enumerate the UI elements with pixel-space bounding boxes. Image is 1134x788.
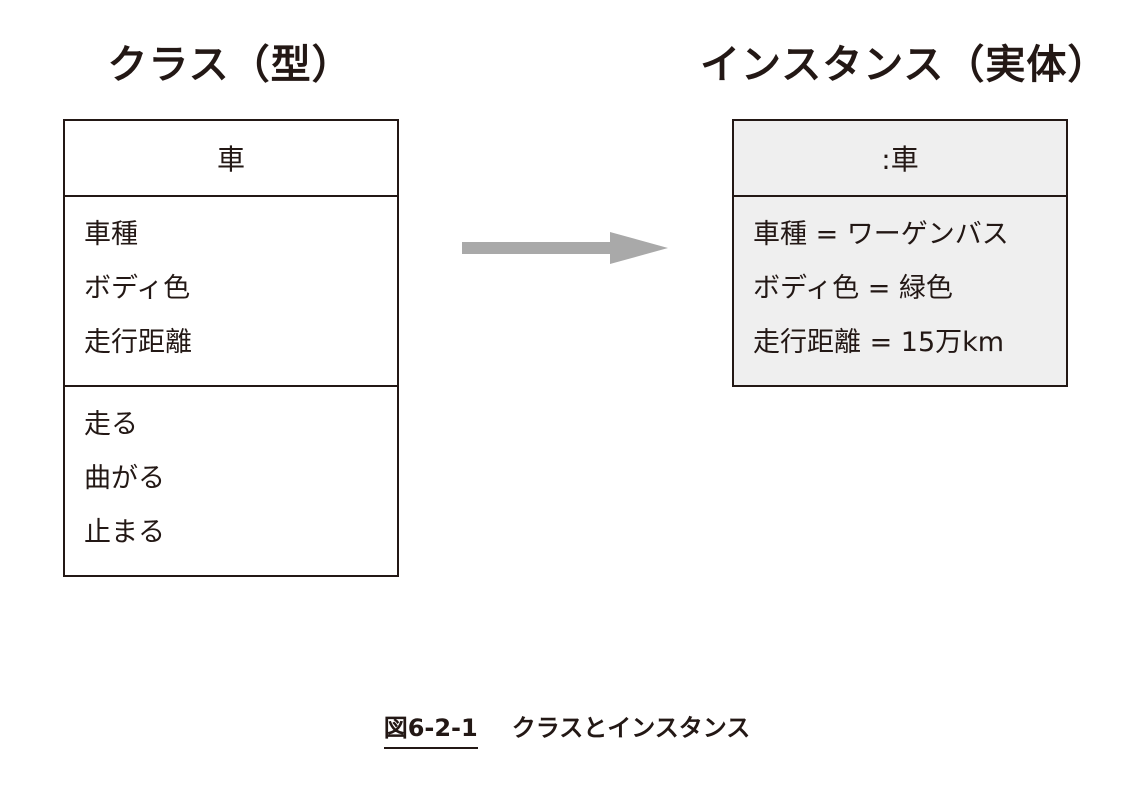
instance-name: :車: [734, 121, 1066, 197]
class-operation: 走る: [84, 409, 138, 440]
instance-attributes: 車種 = ワーゲンバス ボディ色 = 緑色 走行距離 = 15万km: [734, 197, 1066, 375]
class-attribute: 車種: [84, 219, 138, 250]
class-attributes: 車種 ボディ色 走行距離: [65, 197, 397, 387]
class-box: 車 車種 ボディ色 走行距離 走る 曲がる 止まる: [63, 119, 399, 577]
instance-attribute: 走行距離 = 15万km: [753, 327, 1005, 358]
right-arrow-icon: [462, 232, 668, 264]
class-operations: 走る 曲がる 止まる: [65, 387, 397, 565]
class-name: 車: [65, 121, 397, 197]
class-attribute: 走行距離: [84, 327, 192, 358]
class-heading: クラス（型）: [107, 42, 353, 88]
figure-number: 図6-2-1: [383, 708, 478, 749]
class-attribute: ボディ色: [84, 273, 191, 304]
instance-attribute: ボディ色 = 緑色: [753, 273, 953, 304]
instance-attribute: 車種 = ワーゲンバス: [753, 219, 1009, 250]
instance-heading: インスタンス（実体）: [700, 42, 1109, 88]
figure-title: クラスとインスタンス: [511, 714, 751, 742]
class-operation: 止まる: [84, 517, 165, 548]
figure-caption: 図6-2-1 クラスとインスタンス: [0, 708, 1134, 749]
class-operation: 曲がる: [84, 463, 165, 494]
instance-box: :車 車種 = ワーゲンバス ボディ色 = 緑色 走行距離 = 15万km: [732, 119, 1068, 387]
